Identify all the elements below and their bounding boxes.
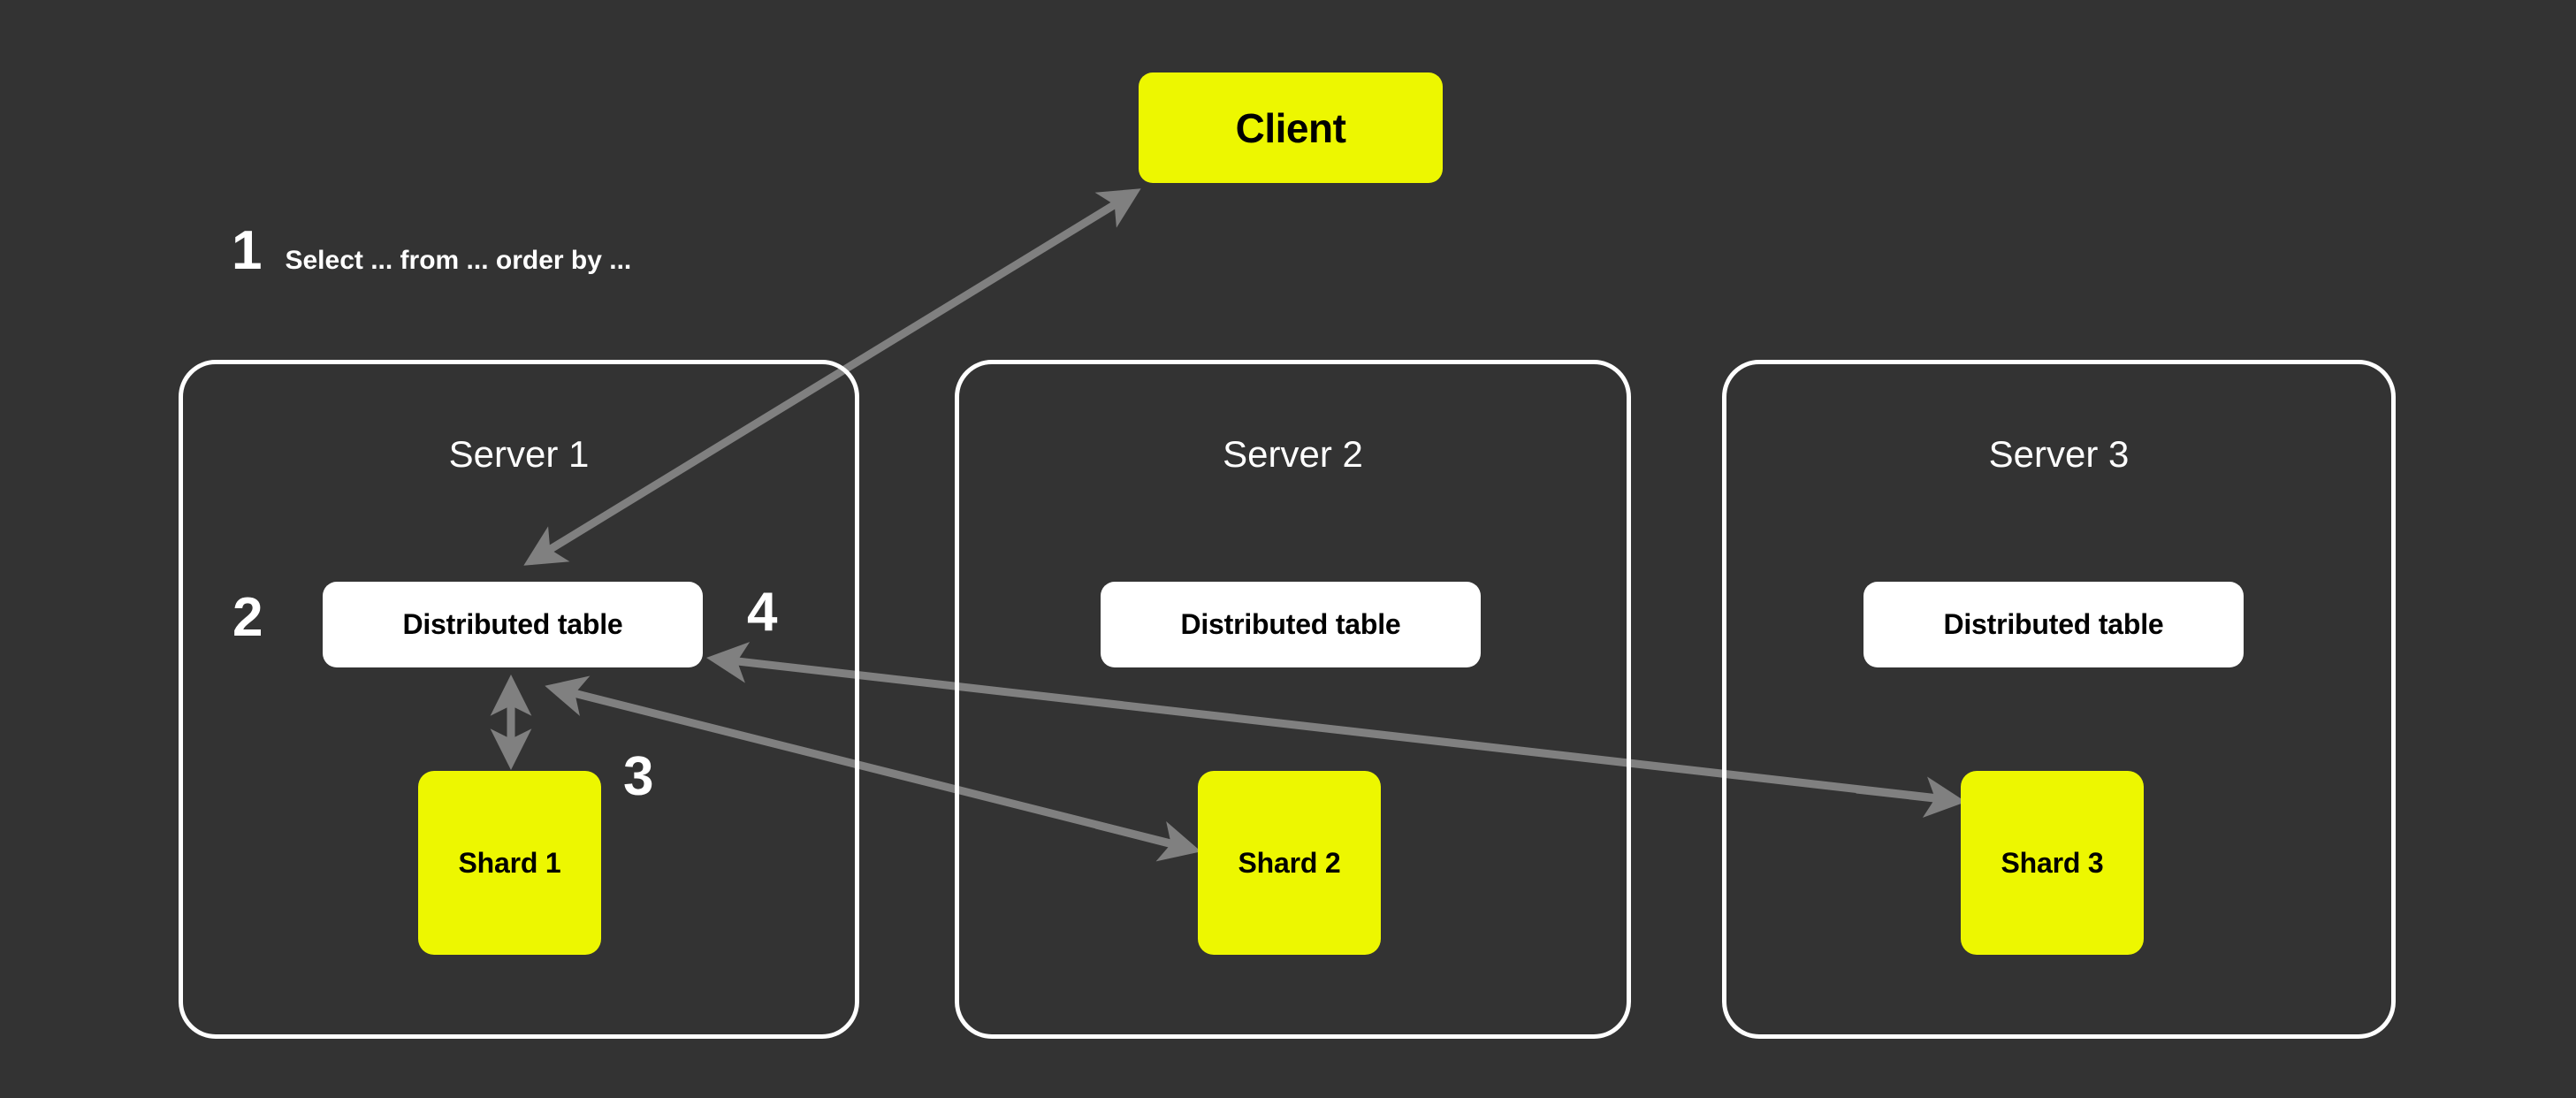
distributed-table-server-2[interactable]: Distributed table <box>1101 582 1481 667</box>
step-1-caption: 1 Select ... from ... order by ... <box>232 224 631 278</box>
distributed-table-label-2: Distributed table <box>1180 608 1401 640</box>
step-2-number: 2 <box>232 587 263 648</box>
shard-box-2[interactable]: Shard 2 <box>1198 771 1381 955</box>
step-1-number: 1 <box>232 220 263 281</box>
shard-label-2: Shard 2 <box>1238 846 1341 879</box>
shard-label-1: Shard 1 <box>458 846 561 879</box>
distributed-table-server-1[interactable]: Distributed table <box>323 582 703 667</box>
step-1-query-text: Select ... from ... order by ... <box>285 246 632 275</box>
distributed-table-label-3: Distributed table <box>1943 608 2164 640</box>
server-1-title: Server 1 <box>448 433 590 475</box>
server-2-title: Server 2 <box>1223 433 1363 475</box>
shard-label-3: Shard 3 <box>2001 846 2104 879</box>
distributed-table-server-3[interactable]: Distributed table <box>1863 582 2244 667</box>
step-4-number: 4 <box>747 582 778 643</box>
shard-box-3[interactable]: Shard 3 <box>1961 771 2144 955</box>
distributed-table-label-1: Distributed table <box>402 608 623 640</box>
client-box[interactable]: Client <box>1139 72 1443 183</box>
shard-box-1[interactable]: Shard 1 <box>418 771 601 955</box>
client-label: Client <box>1235 104 1346 151</box>
step-3-number: 3 <box>623 746 654 807</box>
server-3-title: Server 3 <box>1988 433 2130 475</box>
